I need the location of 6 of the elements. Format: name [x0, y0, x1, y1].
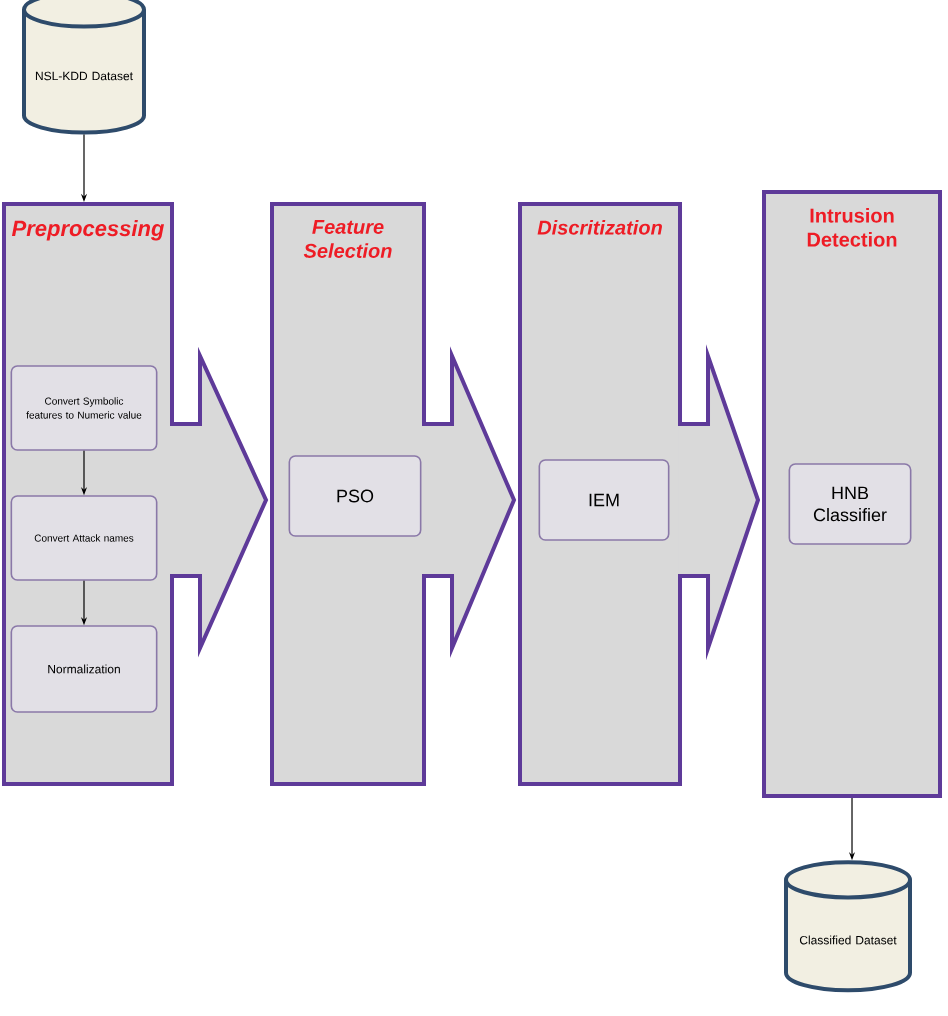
process-box: PSO: [288, 455, 422, 537]
chevron-arrow: [676, 344, 761, 661]
process-box: IEM: [538, 459, 670, 541]
chevron-arrow: [168, 346, 269, 658]
chevron-arrow: [420, 346, 517, 658]
process-box: HNB Classifier: [788, 463, 912, 545]
